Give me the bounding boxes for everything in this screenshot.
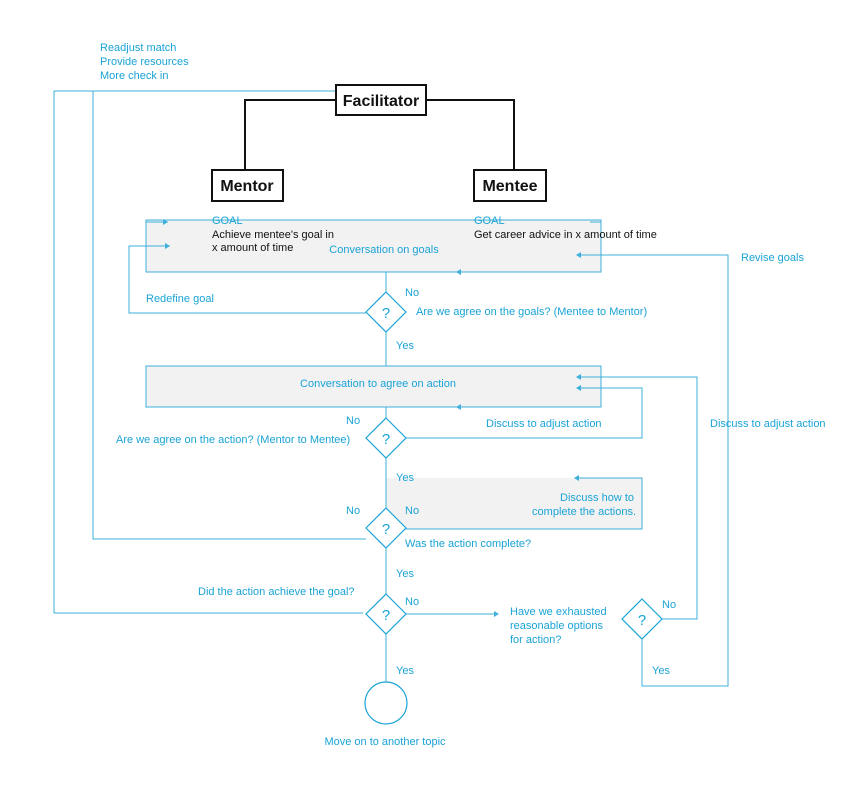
adjust-action-inner-arrow [576, 385, 581, 391]
q4-question: Did the action achieve the goal? [198, 586, 355, 598]
goals-panel-entry-arrow [163, 219, 168, 225]
complete-panel-border [386, 477, 643, 530]
q4-no-arrow [494, 611, 499, 617]
discuss-adjust-action-2-label: Discuss to adjust action [710, 418, 826, 430]
discuss-complete-line-1: Discuss how to [560, 492, 634, 504]
goals-panel [145, 219, 602, 273]
decision-q3-symbol: ? [382, 521, 390, 538]
mentee-goal-text: Get career advice in x amount of time [474, 229, 657, 241]
q2-question: Are we agree on the action? (Mentor to M… [116, 434, 350, 446]
q3-no-left-label: No [346, 505, 360, 517]
q2-yes-label: Yes [396, 472, 414, 484]
q5-question-line-3: for action? [510, 634, 561, 646]
discuss-complete-line-2: complete the actions. [532, 506, 636, 518]
decision-q5 [621, 598, 663, 640]
discuss-adjust-action-1-label: Discuss to adjust action [486, 418, 602, 430]
decision-q4 [365, 593, 407, 635]
facilitator-action-2: Provide resources [100, 56, 189, 68]
q3-question: Was the action complete? [405, 538, 531, 550]
redefine-goal-loop [128, 245, 366, 314]
facilitator-complete-loop-line [92, 91, 366, 540]
q5-yes-label: Yes [652, 665, 670, 677]
facilitator-action-3: More check in [100, 70, 168, 82]
adjust-action-loop-outer [578, 376, 698, 620]
mentor-goal-line-2: x amount of time [212, 242, 293, 254]
decision-q3 [365, 507, 407, 549]
adjust-action-outer-arrow [576, 374, 581, 380]
mentor-label: Mentor [220, 178, 273, 195]
revise-goals-arrow [576, 252, 581, 258]
end-circle [364, 681, 408, 725]
q2-no-label: No [346, 415, 360, 427]
complete-return-arrow [574, 475, 579, 481]
q5-question-line-1: Have we exhausted [510, 606, 607, 618]
conversation-action-label: Conversation to agree on action [300, 378, 456, 390]
action-return-arrow [456, 404, 461, 410]
q3-no-right-label: No [405, 505, 419, 517]
mentor-box [211, 169, 284, 202]
decision-q4-symbol: ? [382, 607, 390, 624]
mentee-label: Mentee [482, 178, 537, 195]
q1-yes-label: Yes [396, 340, 414, 352]
decision-q2-symbol: ? [382, 431, 390, 448]
decision-q5-symbol: ? [638, 612, 646, 629]
end-label: Move on to another topic [324, 736, 446, 748]
decision-q2 [365, 417, 407, 459]
facilitator-tree-lines [244, 99, 515, 170]
mentee-box [473, 169, 547, 202]
q1-no-label: No [405, 287, 419, 299]
mentor-goal-line-1: Achieve mentee's goal in [212, 229, 334, 241]
q3-yes-label: Yes [396, 568, 414, 580]
q5-no-label: No [662, 599, 676, 611]
mentor-goal-heading: GOAL [212, 215, 243, 227]
facilitator-box [335, 84, 427, 116]
action-panel [145, 365, 602, 408]
facilitator-loop-line [53, 90, 363, 614]
decision-q1-symbol: ? [382, 305, 390, 322]
conversation-goals-label: Conversation on goals [329, 244, 439, 256]
facilitator-label: Facilitator [343, 93, 419, 110]
mentee-goal-heading: GOAL [474, 215, 505, 227]
q4-no-label: No [405, 596, 419, 608]
decision-q1 [365, 291, 407, 333]
revise-goals-loop [578, 254, 729, 687]
redefine-goal-arrow [165, 243, 170, 249]
q5-question-line-2: reasonable options [510, 620, 603, 632]
q4-yes-label: Yes [396, 665, 414, 677]
revise-goals-label: Revise goals [741, 252, 804, 264]
redefine-goal-label: Redefine goal [146, 293, 214, 305]
q1-question: Are we agree on the goals? (Mentee to Me… [416, 306, 647, 318]
goals-return-arrow [456, 269, 461, 275]
adjust-action-loop-inner [406, 387, 643, 439]
complete-panel [386, 478, 642, 529]
facilitator-action-1: Readjust match [100, 42, 176, 54]
